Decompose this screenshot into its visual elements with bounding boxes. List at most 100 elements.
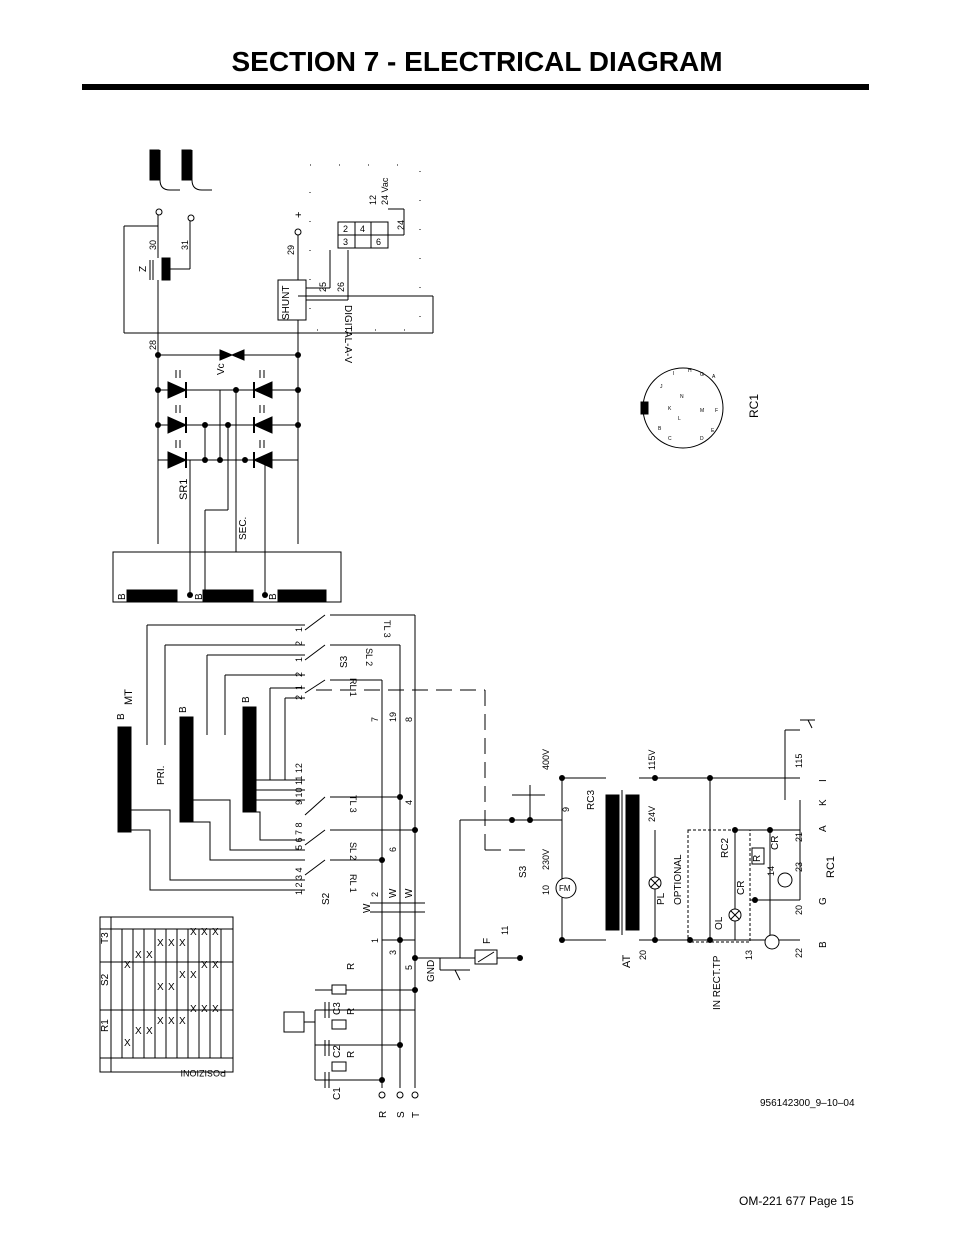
v400-label: 400V <box>541 749 551 770</box>
svg-text:H: H <box>688 368 692 374</box>
rl1-label-bottom: RL 1 <box>348 874 358 893</box>
svg-text:X: X <box>212 927 219 938</box>
gnd-label: GND <box>426 960 437 982</box>
fm-label: FM <box>559 884 571 893</box>
position-table-grid <box>99 916 234 1073</box>
page-footer: OM-221 677 Page 15 <box>739 1194 854 1208</box>
svg-text:X: X <box>168 1016 175 1027</box>
svg-text:A: A <box>712 374 716 380</box>
c1-label: C1 <box>332 1087 343 1100</box>
svg-text:2: 2 <box>294 672 304 677</box>
svg-text:X: X <box>179 970 186 981</box>
t3-label: T3 <box>100 932 111 944</box>
v115-label: 115V <box>647 750 657 770</box>
suppression-rc <box>283 984 415 1088</box>
b-label-4: B <box>116 713 127 720</box>
wire-20-b: 20 <box>794 905 804 915</box>
wire-28: 28 <box>148 340 158 350</box>
plus-label: + <box>293 212 305 218</box>
sl2-label-top: SL 2 <box>364 648 374 666</box>
svg-text:2: 2 <box>294 641 304 646</box>
svg-text:X: X <box>201 927 208 938</box>
pin-6: 6 <box>376 237 381 247</box>
junction-dots <box>155 352 773 1083</box>
z-label: Z <box>138 266 149 272</box>
s2-switches <box>304 796 415 876</box>
wire-2: 2 <box>370 892 380 897</box>
pri-label: PRI. <box>156 766 167 785</box>
wire-20-a: 20 <box>638 950 648 960</box>
s3-label-top: S3 <box>339 655 350 668</box>
s2-label: S2 <box>321 892 332 905</box>
svg-text:X: X <box>190 927 197 938</box>
rc1-term-b: B <box>818 941 829 948</box>
r-label-1: R <box>346 963 357 970</box>
svg-text:1: 1 <box>294 657 304 662</box>
pin-4: 4 <box>360 224 365 234</box>
b-label-2: B <box>194 593 205 600</box>
at-primary <box>605 794 620 931</box>
wire-1: 1 <box>370 938 380 943</box>
sec-label: SEC. <box>238 517 249 540</box>
vac-label: 24 Vac <box>380 177 390 205</box>
wire-13: 13 <box>744 950 754 960</box>
secondary-coil-3 <box>277 589 327 603</box>
svg-text:1 2 3 4: 1 2 3 4 <box>294 867 304 895</box>
svg-text:I: I <box>673 371 674 377</box>
r-terminal-label: R <box>378 1111 389 1118</box>
b-label-3: B <box>268 593 279 600</box>
rc1-term-k: K <box>818 799 829 806</box>
rc1-connector-face <box>642 367 724 449</box>
v230-label: 230V <box>541 849 551 870</box>
f-label: F <box>482 938 493 944</box>
svg-text:E: E <box>711 428 715 434</box>
wire-24: 24 <box>396 220 406 230</box>
page-title: SECTION 7 - ELECTRICAL DIAGRAM <box>231 46 723 77</box>
svg-text:X: X <box>168 982 175 993</box>
s-terminal-label: S <box>396 1111 407 1118</box>
ol-label: OL <box>714 916 725 930</box>
rc3-label: RC3 <box>586 790 597 810</box>
rc1-pin-letters: A B C D E F G H I J K L M N <box>658 368 718 442</box>
wire-3: 3 <box>388 950 398 955</box>
wire-31: 31 <box>180 240 190 250</box>
r-label-2: R <box>346 1008 357 1015</box>
w-label-3: W <box>404 888 415 898</box>
svg-text:5 6 7 8: 5 6 7 8 <box>294 822 304 850</box>
s3-upper-switches <box>304 614 416 1088</box>
wire-23: 23 <box>794 862 804 872</box>
w-label-1: W <box>362 903 373 913</box>
wire-14: 14 <box>766 866 776 876</box>
wire-115: 115 <box>794 754 804 768</box>
rc1-term-i: I <box>818 779 829 782</box>
svg-text:X: X <box>179 1016 186 1027</box>
tap-numbers: 1 2 1 2 1 2 9 10 11 12 5 6 7 8 1 2 3 4 <box>294 627 304 895</box>
shunt-label: SHUNT <box>281 286 292 320</box>
svg-text:B: B <box>658 426 662 432</box>
mt-label: MT <box>123 689 135 705</box>
svg-text:X: X <box>212 1004 219 1015</box>
b-label-1: B <box>117 593 128 600</box>
wire-10: 10 <box>541 885 551 895</box>
svg-text:N: N <box>680 394 684 400</box>
svg-text:1: 1 <box>294 685 304 690</box>
wire-19: 19 <box>388 712 398 722</box>
rc1-term-a: A <box>818 825 829 832</box>
svg-text:X: X <box>124 1038 131 1049</box>
v24-label: 24V <box>647 806 657 822</box>
rc1-label-upper: RC1 <box>747 394 761 418</box>
svg-text:X: X <box>212 960 219 971</box>
wire-6: 6 <box>388 847 398 852</box>
wire-26: 26 <box>336 282 346 292</box>
svg-text:M: M <box>700 408 704 414</box>
primary-coil-3 <box>242 706 257 813</box>
sr1-rectifier <box>157 349 298 595</box>
b-label-5: B <box>178 706 189 713</box>
s2-table-label: S2 <box>100 973 111 986</box>
tl3-label-bottom: TL 3 <box>348 795 358 813</box>
b-label-6: B <box>241 696 252 703</box>
svg-text:X: X <box>190 970 197 981</box>
wire-25: 25 <box>318 282 328 292</box>
